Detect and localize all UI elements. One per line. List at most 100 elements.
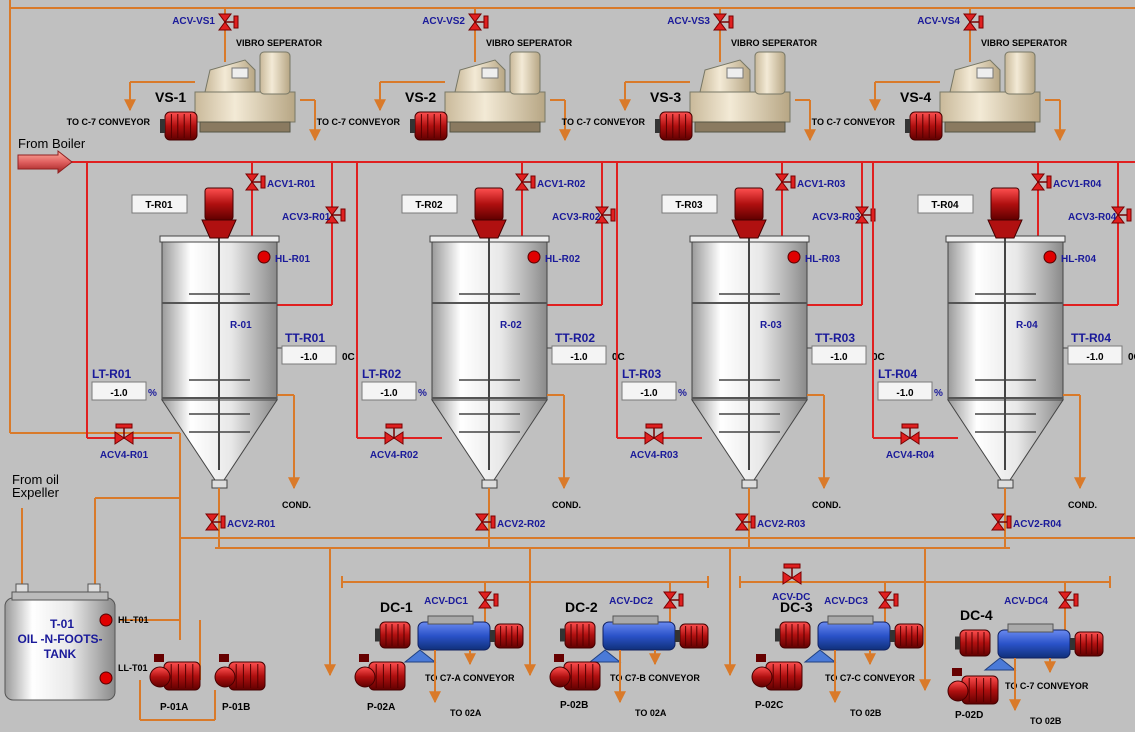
- vs-valve-label: ACV-VS2: [422, 16, 465, 27]
- vs-title-label: VIBRO SEPERATOR: [981, 38, 1068, 48]
- vs-valve-label: ACV-VS1: [172, 16, 215, 27]
- reactor-2[interactable]: ACV1-R02ACV3-R02T-R02HL-R02R-02TT-R02-1.…: [356, 161, 625, 548]
- tt-unit: 0C: [872, 352, 885, 363]
- valve-acv-dc-icon[interactable]: [782, 563, 802, 585]
- vs-motor-icon: [410, 111, 448, 141]
- vs-motor-icon: [655, 111, 693, 141]
- pump-p01b[interactable]: [214, 654, 266, 691]
- valve-acv1[interactable]: [515, 173, 536, 191]
- oil-foots-tank[interactable]: T-01 OIL -N-FOOTS- TANK HL-T01 LL-T01: [4, 583, 149, 701]
- alarm-lamp-icon: [787, 250, 801, 264]
- valve-acv1[interactable]: [245, 173, 266, 191]
- valve-acv-vs4[interactable]: [963, 13, 984, 31]
- alarm-lamp-icon: [1043, 250, 1057, 264]
- valve-acv4[interactable]: [114, 423, 134, 445]
- acv2-label: ACV2-R01: [227, 519, 276, 530]
- valve-acv2[interactable]: [475, 513, 496, 531]
- pump-p02d[interactable]: [947, 668, 999, 705]
- vs-name: VS-4: [900, 89, 931, 105]
- decanter-motor-icon: [375, 621, 411, 649]
- valve-acv-dc[interactable]: [782, 563, 802, 585]
- valve-acv-dc2[interactable]: [663, 591, 684, 609]
- p02c-label: P-02C: [755, 700, 783, 711]
- vs-name: VS-3: [650, 89, 681, 105]
- reactor-4[interactable]: ACV1-R04ACV3-R04T-R04HL-R04R-04TT-R04-1.…: [872, 161, 1135, 548]
- valve-acv2[interactable]: [735, 513, 756, 531]
- valve-acv3[interactable]: [595, 206, 616, 224]
- pump-icon: [214, 666, 236, 688]
- tt-value: -1.0: [570, 352, 588, 363]
- tank-ll-label: LL-T01: [118, 663, 148, 673]
- lt-value: -1.0: [110, 388, 128, 399]
- p02a-label: P-02A: [367, 702, 395, 713]
- tt-label: TT-R02: [555, 331, 595, 345]
- decanter-outlet-label: TO C7-B CONVEYOR: [610, 673, 700, 683]
- pump-p02c[interactable]: [751, 654, 803, 691]
- reactor-1[interactable]: ACV1-R01ACV3-R01T-R01HL-R01R-01TT-R01-1.…: [86, 161, 355, 548]
- valve-acv-dc4[interactable]: [1058, 591, 1079, 609]
- lt-value-box: [91, 381, 147, 401]
- p01b-label: P-01B: [222, 702, 250, 713]
- tt-value-box: [281, 345, 337, 365]
- valve-acv-vs2[interactable]: [468, 13, 489, 31]
- vs-outlet-label: TO C-7 CONVEYOR: [317, 117, 401, 127]
- pump-p02a[interactable]: [354, 654, 406, 691]
- valve-acv-vs3[interactable]: [713, 13, 734, 31]
- tt-value-box: [1067, 345, 1123, 365]
- valve-acv2[interactable]: [205, 513, 226, 531]
- valve-acv1[interactable]: [775, 173, 796, 191]
- valve-acv3[interactable]: [1111, 206, 1132, 224]
- vs-name: VS-1: [155, 89, 186, 105]
- alarm-lamp-icon: [257, 250, 271, 264]
- valve-acv4[interactable]: [644, 423, 664, 445]
- agitator-motor-icon: [734, 187, 764, 221]
- p02b-label: P-02B: [560, 700, 588, 711]
- tt-label: TT-R04: [1071, 331, 1111, 345]
- pump-outlet: [952, 668, 962, 676]
- acv2-label: ACV2-R02: [497, 519, 546, 530]
- alarm-lamp-icon: [99, 613, 113, 627]
- tt-value: -1.0: [830, 352, 848, 363]
- lt-unit: %: [148, 388, 157, 399]
- decanter-valve-label: ACV-DC1: [424, 596, 468, 607]
- valve-acv2[interactable]: [991, 513, 1012, 531]
- decanter-motor-icon: [775, 621, 811, 649]
- pump-p01a[interactable]: [149, 654, 201, 691]
- pump-icon: [149, 666, 171, 688]
- tank-desc2: TANK: [44, 647, 77, 661]
- valve-acv-vs1[interactable]: [218, 13, 239, 31]
- vs-name: VS-2: [405, 89, 436, 105]
- tt-value-box: [811, 345, 867, 365]
- tt-unit: 0C: [342, 352, 355, 363]
- pump-outlet: [554, 654, 564, 662]
- valve-acv-dc1[interactable]: [478, 591, 499, 609]
- tt-label: TT-R01: [285, 331, 325, 345]
- decanter-valve-label: ACV-DC2: [609, 596, 653, 607]
- valve-acv-dc3[interactable]: [878, 591, 899, 609]
- tank-desc: OIL -N-FOOTS-: [17, 632, 102, 646]
- valve-acv4[interactable]: [900, 423, 920, 445]
- from-oil-expeller-label: From oil: [12, 472, 59, 487]
- lt-value: -1.0: [896, 388, 914, 399]
- valve-acv1[interactable]: [1031, 173, 1052, 191]
- acv-dc-label: ACV-DC: [772, 592, 810, 603]
- acv1-label: ACV1-R03: [797, 179, 846, 190]
- p01a-label: P-01A: [160, 702, 188, 713]
- valve-acv4[interactable]: [384, 423, 404, 445]
- acv4-label: ACV4-R03: [630, 450, 679, 461]
- reactor-3[interactable]: ACV1-R03ACV3-R03T-R03HL-R03R-03TT-R03-1.…: [616, 161, 885, 548]
- pump-p02b[interactable]: [549, 654, 601, 691]
- hl-label: HL-R01: [275, 254, 310, 265]
- hl-label: HL-R03: [805, 254, 840, 265]
- from-boiler-arrow-icon: [17, 149, 73, 175]
- valve-acv3[interactable]: [325, 206, 346, 224]
- lt-label: LT-R03: [622, 367, 661, 381]
